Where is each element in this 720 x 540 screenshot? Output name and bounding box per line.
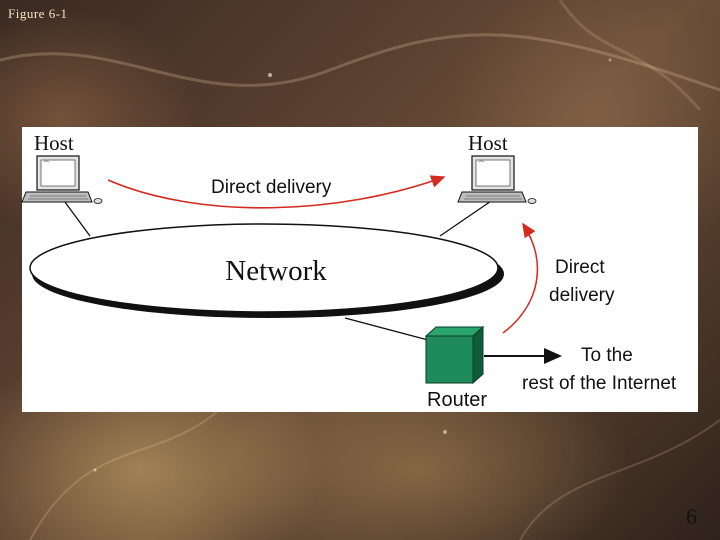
host-left-computer-icon: [21, 155, 103, 204]
host-right-computer-icon: [457, 155, 537, 204]
direct-delivery-top-arrow: [107, 175, 446, 209]
router-link: [344, 317, 429, 341]
host-right-label: Host: [468, 131, 508, 155]
figure-label: Figure 6-1: [8, 6, 68, 21]
host-left-link: [61, 197, 91, 237]
direct-delivery-right-label-line1: Direct: [555, 257, 605, 278]
direct-delivery-right-arrow: [502, 222, 539, 334]
network-cloud: [29, 223, 504, 318]
page-number: 6: [686, 504, 697, 529]
direct-delivery-top-label: Direct delivery: [211, 177, 332, 198]
router-icon: [424, 325, 485, 385]
network-label: Network: [225, 255, 327, 287]
router-label: Router: [427, 389, 487, 411]
host-left-label: Host: [34, 131, 74, 155]
internet-label-line1: To the: [581, 345, 633, 366]
internet-label-line2: rest of the Internet: [522, 373, 677, 394]
host-right-link: [439, 196, 498, 237]
direct-delivery-right-label-line2: delivery: [549, 285, 615, 306]
